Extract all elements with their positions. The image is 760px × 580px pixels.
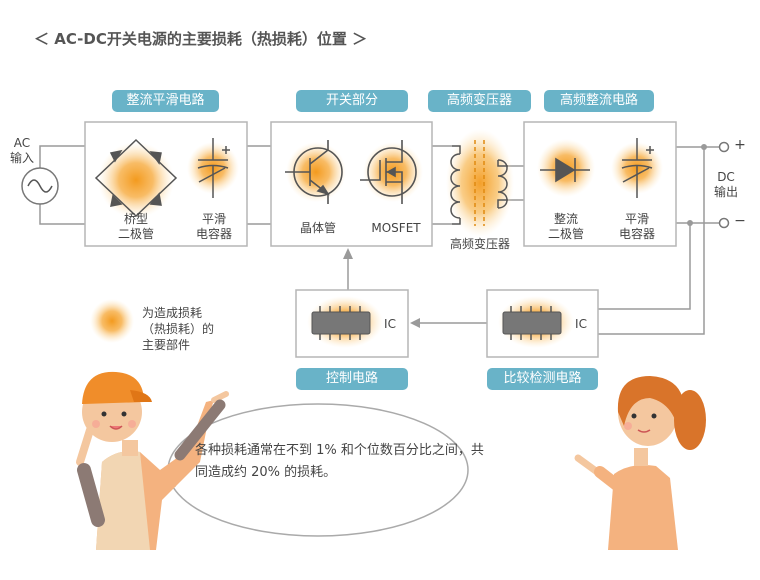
mosfet-icon: [360, 140, 417, 204]
boy-character-illustration: [76, 371, 229, 550]
plus-terminal-label: +: [734, 137, 746, 153]
label-rectifier-circuit: 整流平滑电路: [112, 90, 219, 112]
output-terminal-plus: [718, 141, 730, 153]
ic-chip-icon: [502, 306, 562, 340]
label-transformer: 高频变压器: [428, 90, 531, 112]
transformer-label: 高频变压器: [449, 237, 510, 251]
label-control-circuit: 控制电路: [296, 368, 408, 390]
label-hf-rectifier: 高频整流电路: [544, 90, 654, 112]
output-terminal-minus: [718, 217, 730, 229]
capacitor-icon: [621, 138, 654, 198]
page-title: ＜ AC-DC开关电源的主要损耗（热损耗）位置 ＞: [34, 30, 368, 48]
mosfet-label: MOSFET: [371, 221, 421, 235]
speech-text: 各种损耗通常在不到 1% 和个位数百分比之间，共同造成约 20% 的损耗。: [195, 443, 484, 480]
arrow-to-switch-icon: [343, 248, 353, 259]
ac-source-icon: [21, 167, 59, 205]
transistor-label: 晶体管: [299, 221, 336, 235]
wires: [39, 145, 720, 335]
capacitor-label: 平滑 电容器: [618, 212, 655, 241]
transformer-icon: [450, 140, 508, 226]
ic-label: IC: [384, 317, 396, 331]
legend-text: 为造成损耗 （热损耗）的 主要部件: [142, 306, 215, 352]
bridge-diode-label: 桥型 二极管: [117, 212, 154, 241]
girl-character-illustration: [574, 376, 706, 550]
rectifier-diode-label: 整流 二极管: [547, 212, 584, 241]
capacitor-icon: [197, 138, 230, 198]
arrow-to-control-icon: [410, 318, 420, 328]
label-comparator-circuit: 比较检测电路: [487, 368, 598, 390]
junction-dot: [701, 144, 707, 150]
label-switch-section: 开关部分: [296, 90, 408, 112]
ic-label: IC: [575, 317, 587, 331]
capacitor-label: 平滑 电容器: [195, 212, 232, 241]
ic-chip-icon: [311, 306, 371, 340]
bridge-diode-icon: [94, 138, 178, 218]
junction-dot: [687, 220, 693, 226]
dc-output-label: DC 输出: [713, 170, 738, 199]
minus-terminal-label: −: [734, 213, 746, 229]
rectifier-diode-icon: [540, 157, 590, 183]
ac-input-label: AC 输入: [9, 136, 34, 165]
transistor-icon: [285, 140, 343, 204]
